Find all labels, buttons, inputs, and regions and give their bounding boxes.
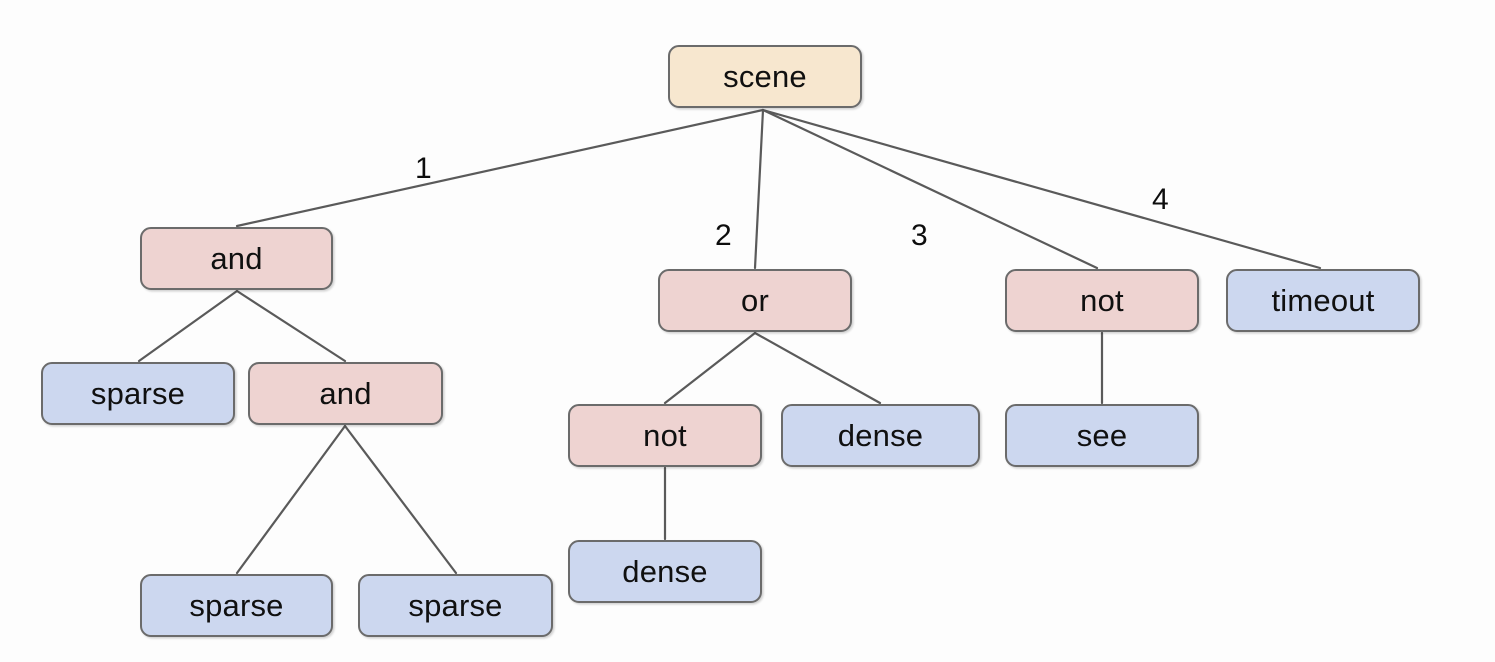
edge-label: 1 [415, 152, 432, 185]
tree-node-label: sparse [408, 587, 503, 623]
tree-node-label: dense [622, 553, 708, 589]
tree-node-label: see [1076, 417, 1128, 453]
tree-node-label: and [210, 240, 263, 276]
tree-node-sparse3[interactable]: sparse [358, 574, 553, 637]
tree-node-label: and [319, 375, 372, 411]
tree-edge [663, 331, 757, 405]
edge-label: 2 [715, 219, 732, 252]
tree-node-not_m[interactable]: not [568, 404, 762, 467]
tree-node-label: dense [837, 417, 924, 453]
tree-edge [761, 108, 1099, 270]
tree-node-and2[interactable]: and [248, 362, 443, 425]
tree-node-sparse1[interactable]: sparse [41, 362, 235, 425]
tree-node-dense2[interactable]: dense [568, 540, 762, 603]
tree-edge [235, 424, 347, 575]
tree-node-timeout[interactable]: timeout [1226, 269, 1420, 332]
tree-edge [343, 424, 458, 575]
tree-node-label: sparse [189, 587, 284, 623]
tree-node-sparse2[interactable]: sparse [140, 574, 333, 637]
edge-label: 4 [1152, 183, 1169, 216]
tree-node-label: scene [723, 58, 807, 94]
tree-node-or1[interactable]: or [658, 269, 852, 332]
tree-node-label: timeout [1271, 282, 1375, 318]
edge-label: 3 [911, 219, 928, 252]
tree-node-label: or [741, 282, 769, 318]
tree-edge [761, 108, 1322, 270]
tree-node-not_r[interactable]: not [1005, 269, 1199, 332]
tree-node-label: sparse [90, 375, 186, 411]
tree-edge [235, 289, 347, 363]
tree-edge [753, 331, 882, 405]
tree-node-label: not [643, 417, 687, 453]
tree-node-dense1[interactable]: dense [781, 404, 980, 467]
tree-edge [137, 289, 239, 363]
tree-edge [753, 108, 765, 270]
tree-edge [235, 108, 765, 228]
tree-node-scene[interactable]: scene [668, 45, 862, 108]
tree-node-label: not [1080, 282, 1124, 318]
tree-node-and1[interactable]: and [140, 227, 333, 290]
tree-node-see[interactable]: see [1005, 404, 1199, 467]
